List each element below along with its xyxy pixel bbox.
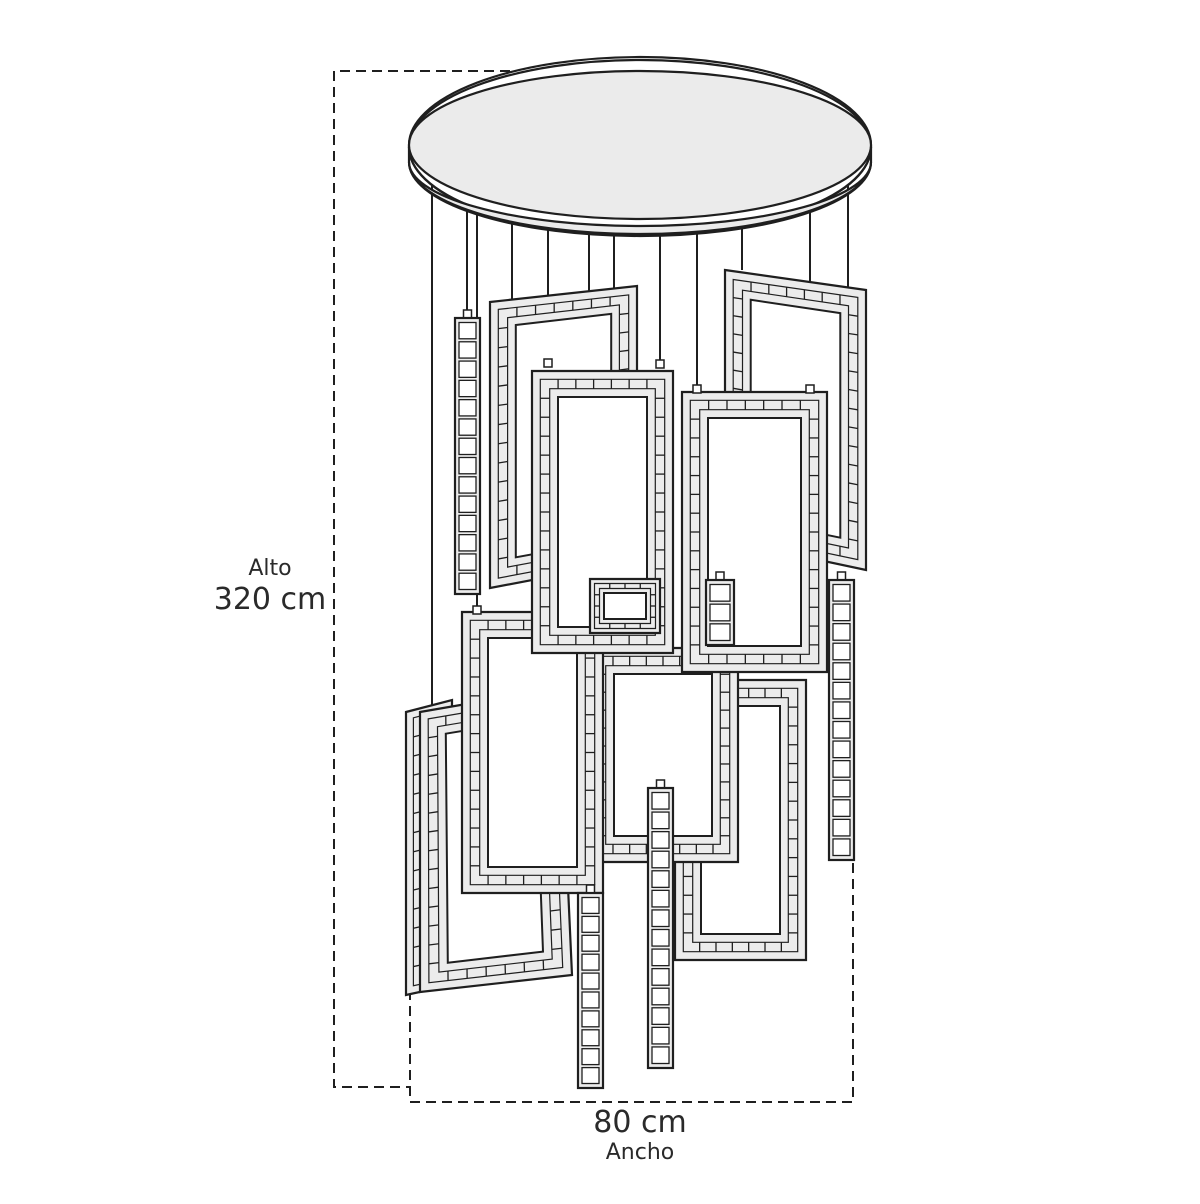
height-caption: Alto	[200, 556, 340, 581]
ceiling-canopy	[409, 57, 871, 236]
frame-small-center	[590, 579, 660, 633]
height-value: 320 cm	[190, 582, 350, 617]
bar-bottom-left	[578, 885, 603, 1088]
bar-upper-left	[455, 310, 480, 594]
frame-lower-left-front	[462, 612, 603, 893]
bar-small-right	[706, 572, 734, 645]
bar-right	[829, 572, 854, 860]
frame-upper-right-front	[682, 392, 827, 672]
hanging-clip	[693, 385, 701, 393]
hanging-clip	[473, 606, 481, 614]
canopy-face	[409, 71, 871, 219]
width-value: 80 cm	[560, 1105, 720, 1140]
hanging-clip	[806, 385, 814, 393]
hanging-clip	[656, 360, 664, 368]
hanging-clip	[544, 359, 552, 367]
width-caption: Ancho	[560, 1140, 720, 1165]
bar-bottom-center	[648, 780, 673, 1068]
